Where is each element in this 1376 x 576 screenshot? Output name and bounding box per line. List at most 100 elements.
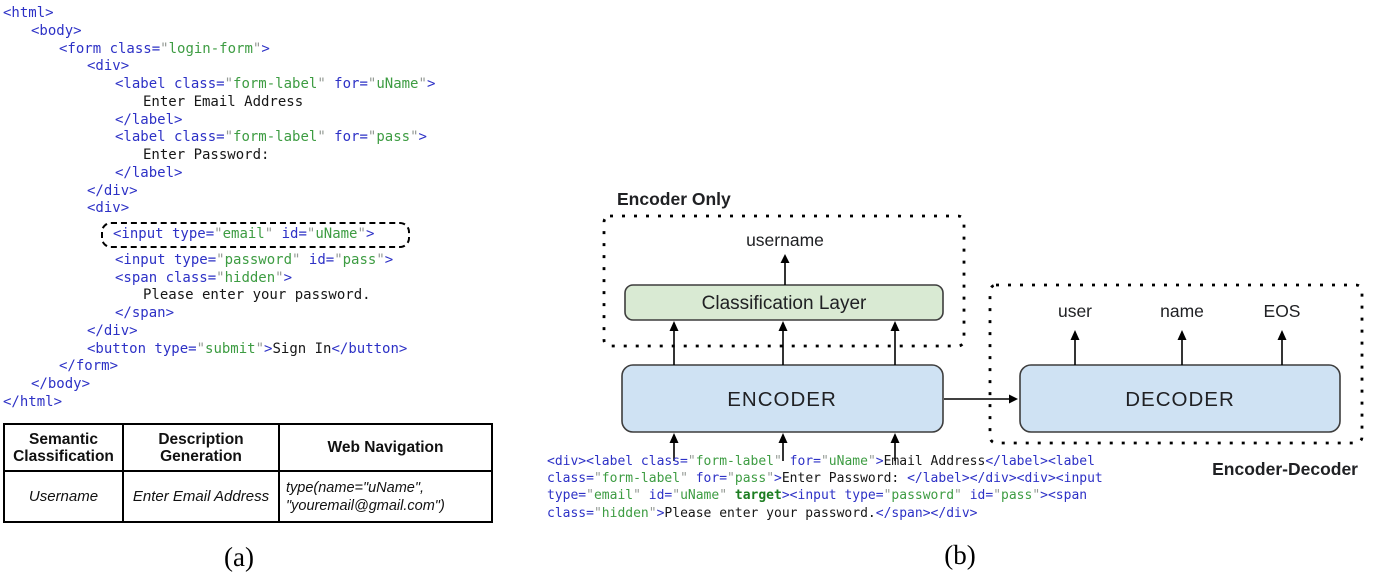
code-token: " [216, 269, 225, 286]
code-token: <button type= [87, 340, 197, 357]
code-token: </label></div><div><input [907, 471, 1103, 487]
code-token: Email Address [883, 454, 986, 469]
code-token: submit [205, 340, 256, 357]
code-token: " [418, 76, 427, 92]
code-token: ><input type= [781, 488, 884, 504]
code-token: email [222, 226, 265, 242]
code-line: </div> [3, 183, 435, 201]
code-line: <form class="login-form"> [3, 41, 435, 59]
code-token: </label> [115, 111, 183, 128]
decoder-box [1019, 364, 1341, 433]
encoder-label: ENCODER [727, 388, 837, 411]
html-source-code-block: <html><body><form class="login-form"><di… [3, 5, 435, 412]
code-token: pass [1001, 488, 1033, 504]
code-line: Please enter your password. [3, 287, 435, 305]
code-token: </html> [3, 393, 63, 410]
code-token: > [774, 471, 782, 487]
code-token: uName [376, 76, 419, 92]
code-token: " [727, 471, 735, 487]
code-token: password [891, 488, 955, 504]
code-line: <div><label class="form-label" for="uNam… [547, 453, 1103, 470]
code-token: </span></div> [875, 505, 978, 521]
code-line: type="email" id="uName" target><input ty… [547, 487, 1103, 504]
table-header-description-generation: Description Generation [124, 425, 280, 472]
code-line: </span> [3, 305, 435, 323]
code-token: " [883, 488, 892, 504]
code-token: </button> [331, 340, 408, 357]
code-token: Please enter your password. [143, 287, 371, 304]
code-token: > [426, 76, 436, 92]
code-token: type= [547, 488, 587, 504]
code-token: " [376, 251, 385, 268]
code-token: <html> [3, 5, 54, 21]
code-line: <div> [3, 58, 435, 76]
code-token: " [196, 340, 206, 357]
code-line: </html> [3, 394, 435, 412]
code-token: " [214, 226, 223, 242]
code-token: " [993, 488, 1002, 504]
code-token: hidden [224, 269, 276, 286]
code-token: password [224, 251, 293, 268]
code-line: <label class="form-label" for="uName"> [3, 76, 435, 94]
code-line: </label> [3, 165, 435, 183]
code-token: " [593, 471, 602, 487]
code-token: </div> [87, 322, 138, 339]
code-token: <div><label class= [547, 454, 688, 469]
code-token [727, 488, 735, 503]
code-token: uName [315, 226, 358, 242]
code-token: " [672, 488, 681, 504]
table-cell-enter-email-address: Enter Email Address [124, 472, 280, 521]
code-token: <span class= [115, 269, 217, 286]
caption-b: (b) [944, 540, 976, 570]
code-line: <div> [3, 200, 435, 218]
code-token: Enter Email Address [143, 93, 304, 110]
code-token: for= [781, 454, 821, 469]
code-token: pass [734, 471, 767, 487]
caption-a: (a) [224, 542, 254, 572]
code-token: <label class= [115, 129, 225, 146]
encoder-only-label: Encoder Only [617, 189, 731, 209]
code-token: " [317, 129, 326, 146]
table-cell-username: Username [5, 472, 124, 521]
code-line: Enter Email Address [3, 94, 435, 112]
code-token: <label class= [115, 76, 225, 92]
code-token: id= [273, 226, 307, 242]
code-line: </body> [3, 376, 435, 394]
code-token: <div> [87, 200, 130, 217]
arrow-classification-to-username [780, 254, 790, 285]
code-token: " [252, 40, 262, 57]
encoder-decoder-dotted-box [988, 283, 1364, 445]
code-token: > [384, 251, 394, 268]
code-token: Please enter your password. [664, 505, 876, 521]
code-token: " [367, 76, 377, 92]
code-token: " [820, 454, 829, 469]
table-header-web-navigation: Web Navigation [280, 425, 491, 472]
code-token: > [656, 505, 665, 521]
code-token: " [292, 251, 301, 268]
table-header-semantic-classification: Semantic Classification [5, 425, 124, 472]
classification-layer-label: Classification Layer [702, 293, 867, 314]
serialized-html-input-code: <div><label class="form-label" for="uNam… [547, 453, 1103, 522]
code-token: pass [376, 129, 411, 146]
code-token: > [264, 340, 273, 357]
code-token: " [1032, 488, 1041, 504]
code-token: pass [342, 251, 377, 268]
code-token: " [216, 251, 225, 268]
encoder-only-dotted-box [602, 214, 966, 348]
architecture-diagram: Encoder Only username Classification Lay… [602, 189, 1364, 479]
code-token: " [306, 226, 316, 242]
arrows-decoder-to-tokens [1070, 330, 1287, 365]
code-token: " [766, 471, 775, 487]
code-token: for= [325, 129, 368, 146]
code-line: Enter Password: [3, 147, 435, 165]
code-token: " [317, 76, 326, 92]
code-token: " [357, 226, 366, 242]
code-token: > [261, 40, 270, 57]
code-line: class="form-label" for="pass">Enter Pass… [547, 470, 1103, 487]
code-token: " [224, 129, 234, 146]
code-token: " [264, 226, 274, 242]
code-token: class= [547, 505, 594, 521]
code-token: " [275, 269, 284, 286]
code-token: " [648, 505, 657, 521]
